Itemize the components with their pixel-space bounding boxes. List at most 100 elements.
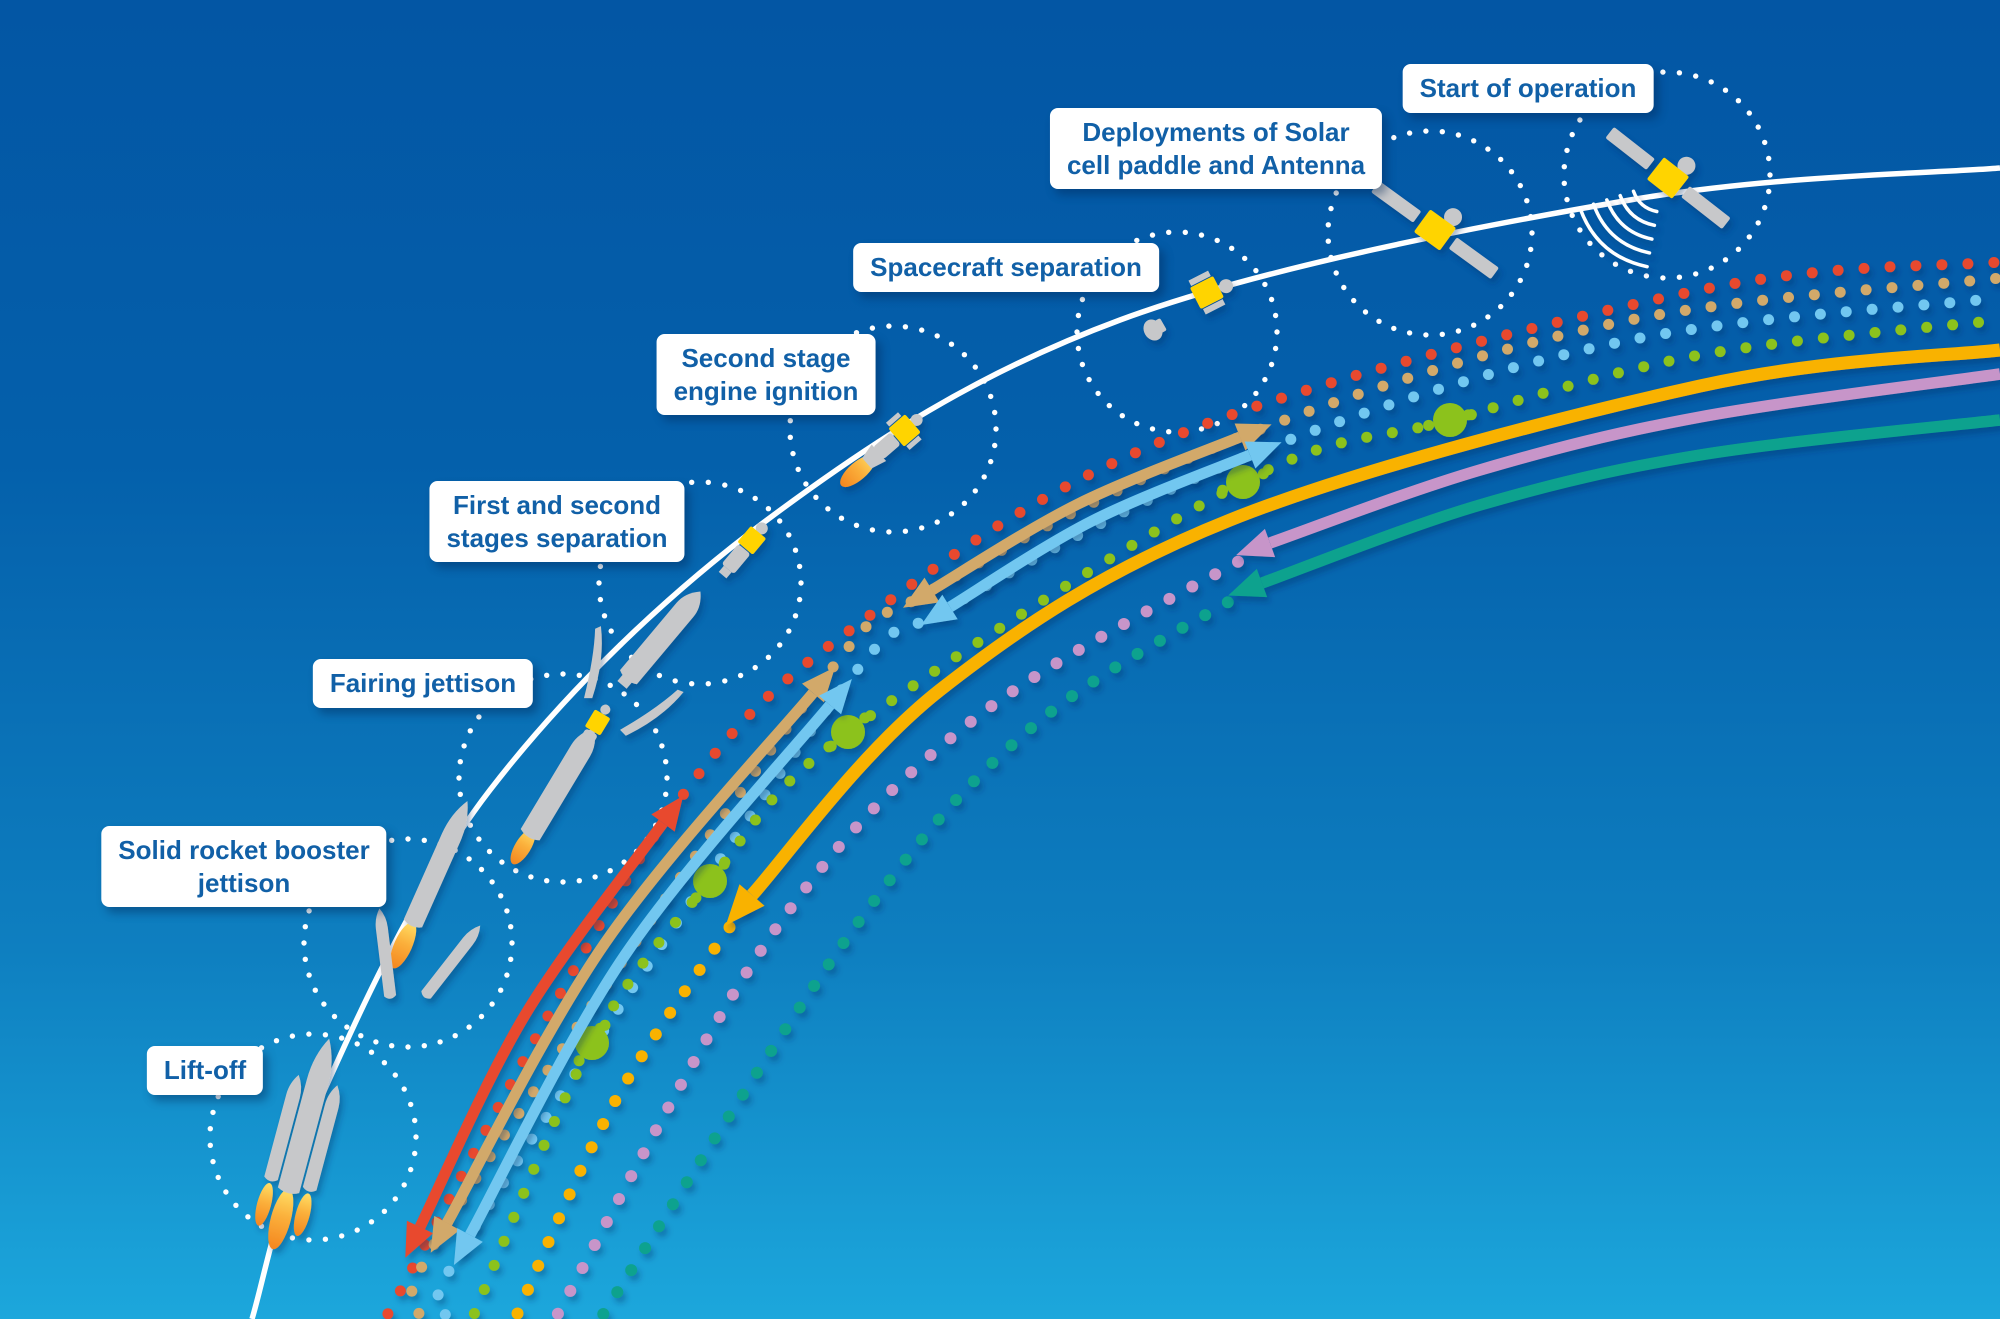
tan-transfer-arrow-upper [903, 423, 1272, 608]
launch-trajectory [249, 165, 2000, 1319]
arrowhead-icon [818, 679, 852, 715]
flame-icon [255, 1183, 273, 1226]
antenna-dish-icon [1677, 156, 1696, 175]
rocket-body [302, 1085, 340, 1192]
flame-icon [840, 455, 876, 488]
solar-paddle-icon [1371, 181, 1421, 222]
satellite-position-dot [693, 864, 727, 898]
satellite-deployed-icon [1371, 181, 1499, 279]
second-stage [722, 545, 750, 573]
folded-paddle [885, 412, 902, 427]
engine-nozzle [617, 673, 634, 689]
fairing-shell [584, 626, 602, 699]
rocket-body [421, 925, 481, 999]
spacecraft [738, 526, 766, 554]
satellite-body [1414, 210, 1456, 250]
solar-paddle-icon [1449, 238, 1499, 279]
purple-orbit-dots [551, 555, 1244, 1319]
engine-nozzle [718, 565, 732, 579]
trajectory-layer [249, 165, 2000, 1319]
label-line: Start of operation [1419, 73, 1637, 103]
satellite-paddle-dot [1465, 409, 1477, 421]
label-line: Solid rocket booster [118, 835, 370, 865]
rocket-body [264, 1074, 302, 1182]
rocket-body [277, 1038, 332, 1194]
fairing-half-right [620, 689, 684, 736]
orbit-lines-layer [382, 257, 2000, 1319]
rocket-body [520, 728, 596, 841]
purple-orbit-line [1236, 368, 2000, 558]
satellite-position-dot [1226, 465, 1260, 499]
satellite-position-dot [831, 715, 865, 749]
spacecraft-nose [755, 522, 768, 535]
radio-waves-icon [1578, 189, 1659, 269]
label-line: jettison [197, 867, 291, 898]
label-line: Fairing jettison [329, 668, 517, 698]
flame-icon [390, 922, 417, 969]
solar-paddle-icon [1681, 186, 1730, 229]
jettisoned-booster-left [375, 908, 397, 999]
blue-transfer-arrow-upper [921, 441, 1282, 625]
orbit-arrows-layer [405, 343, 2000, 1265]
arrowhead-icon [725, 884, 765, 926]
engine-nozzle [1143, 319, 1163, 341]
spacecraft-nose [600, 704, 611, 715]
arrowhead-icon [1234, 423, 1272, 451]
stage-separation-icon [718, 522, 768, 579]
arrowhead-icon [453, 1228, 483, 1265]
label-line: Deployments of Solar [1082, 117, 1350, 147]
engine-nozzle [862, 444, 887, 469]
fairing-shell [620, 689, 684, 736]
rocket-body [403, 800, 468, 928]
satellite-paddle-dot [825, 740, 837, 752]
radio-wave-arc [1578, 206, 1649, 269]
yellow-orbit-line [725, 343, 2000, 926]
arrowhead-icon [405, 1220, 434, 1258]
label-line: First and second [452, 490, 662, 520]
label-line: Spacecraft separation [870, 252, 1142, 282]
arrowhead-icon [903, 577, 940, 608]
spacecraft [585, 709, 610, 735]
satellite-position-dot [575, 1026, 609, 1060]
antenna-dish-icon [1219, 279, 1234, 294]
red-orbit-dots [382, 257, 2000, 1319]
rocket-body [620, 591, 701, 685]
rocket-srb-jettison-icon [390, 800, 468, 969]
label-line: stages separation [446, 522, 668, 553]
radio-wave-arc [1591, 202, 1652, 255]
folded-paddle [1202, 299, 1226, 315]
booster-right [302, 1085, 340, 1192]
folded-paddle [906, 435, 922, 450]
teal-orbit-line [1228, 414, 2000, 598]
rocket-liftoff-icon [255, 1038, 340, 1250]
label-line: engine ignition [673, 375, 859, 406]
spacecraft [1190, 276, 1224, 309]
satellite-paddle-dot [1423, 419, 1435, 431]
stage-label-fairing-jettison: Fairing jettison [312, 659, 534, 708]
radio-wave-arc [1618, 193, 1657, 228]
satellite-paddle-dot [599, 1019, 611, 1031]
arrowhead-icon [802, 667, 836, 703]
satellite-paddle-dot [1217, 484, 1229, 496]
tan-transfer-arrow-lower [430, 667, 836, 1253]
stage-label-spacecraft-separation: Spacecraft separation [853, 243, 1159, 292]
arrowhead-icon [1244, 441, 1282, 469]
booster-left [264, 1074, 302, 1182]
rocket-body [375, 908, 397, 999]
stage-label-start-of-operation: Start of operation [1402, 64, 1654, 113]
antenna-dish-icon [1444, 208, 1463, 227]
stage-label-lift-off: Lift-off [146, 1046, 264, 1095]
label-line: Second stage [681, 343, 851, 373]
second-stage-ignition-icon [840, 412, 923, 488]
folded-paddle [1188, 270, 1211, 286]
satellite-paddle-dot [1257, 468, 1269, 480]
satellite-paddle-dot [573, 1055, 585, 1067]
yellow-orbit-dots [511, 900, 751, 1319]
separated-engine-section [1143, 318, 1167, 341]
rocket-fairing-jettison-icon [510, 704, 611, 865]
flame-icon [268, 1189, 294, 1250]
blue-transfer-arrow-lower [453, 679, 852, 1265]
